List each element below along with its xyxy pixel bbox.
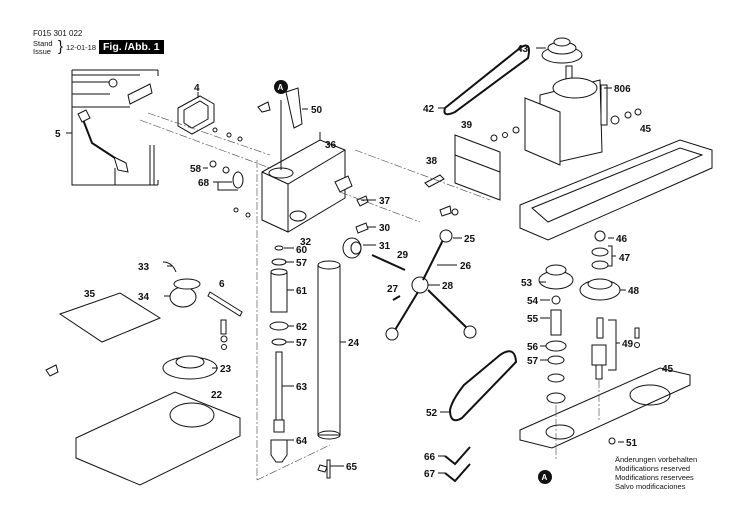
label-33: 33	[138, 262, 150, 273]
note-de: Änderungen vorbehalten	[615, 455, 698, 464]
base-cover	[519, 367, 691, 449]
label-47: 47	[619, 253, 631, 264]
switch-box	[139, 95, 271, 169]
label-6: 6	[219, 279, 225, 290]
motor-bracket	[354, 126, 520, 217]
label-65: 65	[346, 462, 358, 473]
head-casting	[209, 87, 353, 233]
label-68: 68	[198, 178, 210, 189]
label-38: 38	[426, 156, 438, 167]
motor-assembly	[524, 37, 642, 166]
label-51: 51	[626, 438, 638, 449]
note-fr: Modifications reservees	[615, 473, 694, 482]
belt-upper	[443, 44, 530, 116]
label-58: 58	[190, 164, 202, 175]
label-806: 806	[614, 84, 631, 95]
svg-text:A: A	[278, 83, 284, 92]
issue-label: Issue	[33, 47, 51, 56]
part-labels: 5 4 50 36 58 68 37 30 31 32 60 57 61 62 …	[55, 44, 674, 480]
svg-text:A: A	[542, 473, 548, 482]
reference-marker-top: A	[274, 80, 288, 94]
modifications-note: Änderungen vorbehalten Modifications res…	[615, 455, 697, 491]
label-54: 54	[527, 296, 539, 307]
label-67: 67	[424, 469, 436, 480]
cord-assembly	[71, 69, 159, 186]
label-34: 34	[138, 292, 150, 303]
figure-label: Fig. /Abb. 1	[99, 40, 164, 54]
label-43: 43	[517, 44, 529, 55]
reference-marker-bottom: A	[538, 470, 552, 484]
label-42: 42	[423, 104, 435, 115]
feed-handle	[371, 229, 477, 341]
belt-lower	[448, 350, 518, 422]
label-29: 29	[397, 250, 409, 261]
label-49: 49	[622, 339, 634, 350]
label-24: 24	[348, 338, 360, 349]
label-57b: 57	[296, 338, 308, 349]
stand-label: Stand	[33, 39, 53, 48]
spindle-pulley-parts	[538, 230, 640, 404]
label-4: 4	[194, 83, 200, 94]
label-31: 31	[379, 241, 391, 252]
label-50: 50	[311, 105, 323, 116]
label-46: 46	[616, 234, 628, 245]
label-57c: 57	[527, 356, 539, 367]
label-45-top: 45	[640, 124, 652, 135]
column-tube	[317, 260, 341, 440]
label-30: 30	[379, 223, 391, 234]
note-es: Salvo modificaciones	[615, 482, 686, 491]
label-26: 26	[460, 261, 472, 272]
label-39: 39	[461, 120, 473, 131]
issue-date: 12-01-18	[66, 43, 97, 52]
document-number: F015 301 022	[33, 29, 83, 38]
label-28: 28	[442, 281, 454, 292]
brace: }	[58, 38, 64, 55]
label-55: 55	[527, 314, 539, 325]
label-45-bottom: 45	[662, 364, 674, 375]
label-53: 53	[521, 278, 533, 289]
label-62: 62	[296, 322, 308, 333]
label-25: 25	[464, 234, 476, 245]
label-56: 56	[527, 342, 539, 353]
label-37: 37	[379, 196, 391, 207]
table-and-base	[45, 261, 243, 486]
label-23: 23	[220, 364, 232, 375]
label-27: 27	[387, 284, 399, 295]
label-22: 22	[211, 390, 223, 401]
label-57a: 57	[296, 258, 308, 269]
label-5: 5	[55, 129, 61, 140]
label-66: 66	[424, 452, 436, 463]
belt-cover	[519, 139, 713, 241]
stand-issue-label: Stand Issue	[33, 40, 53, 56]
label-36: 36	[325, 140, 337, 151]
label-52: 52	[426, 408, 438, 419]
label-61: 61	[296, 286, 308, 297]
label-64: 64	[296, 436, 308, 447]
note-en: Modifications reserved	[615, 464, 691, 473]
label-63: 63	[296, 382, 308, 393]
label-48: 48	[628, 286, 640, 297]
label-32: 32	[300, 237, 312, 248]
label-35: 35	[84, 289, 96, 300]
label-60: 60	[296, 245, 308, 256]
